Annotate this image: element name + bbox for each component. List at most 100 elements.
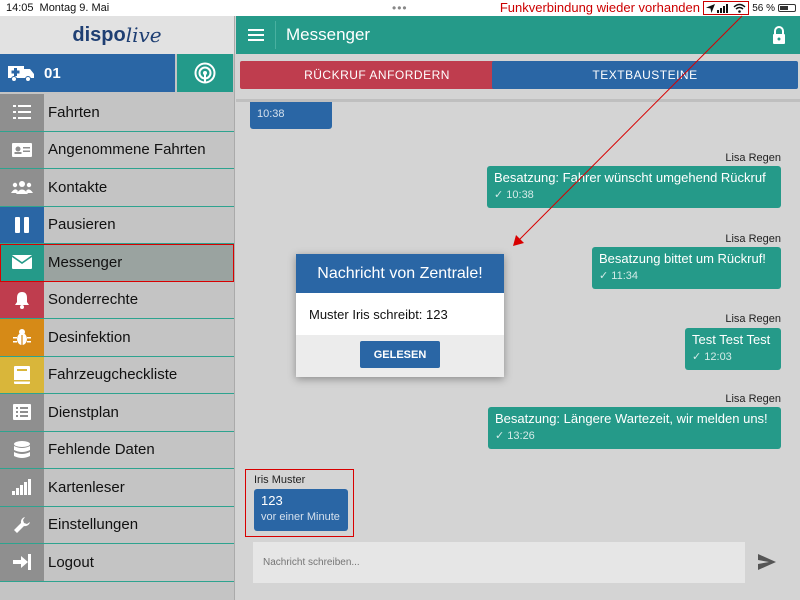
message-text: Besatzung bittet um Rückruf! <box>599 251 766 266</box>
mark-read-button[interactable]: GELESEN <box>360 341 440 368</box>
id-card-icon <box>0 131 44 168</box>
radio-signal-icon <box>194 62 216 84</box>
sidebar-item-label: Dienstplan <box>48 403 119 421</box>
sidebar-item-label: Desinfektion <box>48 328 131 346</box>
database-icon <box>0 431 44 468</box>
dialog-body: Muster Iris schreibt: 123 <box>309 306 448 322</box>
message-time: vor einer Minute <box>261 511 340 523</box>
vehicle-number: 01 <box>44 64 61 82</box>
people-icon <box>0 169 44 206</box>
action-bar: RÜCKRUF ANFORDERN TEXTBAUSTEINE <box>236 54 800 102</box>
envelope-icon <box>0 244 44 281</box>
message-time: 10:38 <box>257 108 285 120</box>
location-arrow-icon <box>706 3 716 13</box>
message-sender: Lisa Regen <box>725 393 781 405</box>
lock-icon[interactable] <box>772 26 786 44</box>
sidebar-item-kartenleser[interactable]: Kartenleser <box>0 469 234 507</box>
sidebar-item-label: Angenommene Fahrten <box>48 141 206 159</box>
new-message-highlight <box>245 469 354 537</box>
sidebar-item-fahrten[interactable]: Fahrten <box>0 94 234 132</box>
composer <box>236 540 800 600</box>
dialog-title: Nachricht von Zentrale! <box>296 254 504 293</box>
bug-icon <box>0 319 44 356</box>
message-bubble-outgoing: Besatzung: Fahrer wünscht umgehend Rückr… <box>487 166 781 208</box>
bell-icon <box>0 281 44 318</box>
pause-icon <box>0 206 44 243</box>
sidebar-item-label: Kartenleser <box>48 478 125 496</box>
dialog-footer: GELESEN <box>296 335 504 377</box>
book-icon <box>0 356 44 393</box>
hamburger-menu-icon[interactable] <box>236 21 276 49</box>
sidebar-menu: Fahrten Angenommene Fahrten Kontakte Pau… <box>0 94 234 582</box>
top-app-bar: Messenger <box>236 16 800 54</box>
sidebar-item-label: Logout <box>48 553 94 571</box>
wrench-icon <box>0 506 44 543</box>
request-callback-button[interactable]: RÜCKRUF ANFORDERN <box>240 61 514 89</box>
message-sender: Lisa Regen <box>725 233 781 245</box>
sidebar-item-fehlende-daten[interactable]: Fehlende Daten <box>0 431 234 469</box>
sidebar-item-kontakte[interactable]: Kontakte <box>0 169 234 207</box>
battery-percentage: 56 % <box>752 2 775 14</box>
ambulance-icon <box>8 66 34 82</box>
sidebar-item-label: Messenger <box>48 253 123 271</box>
status-icons: 56 % <box>703 1 796 15</box>
page-title: Messenger <box>286 25 371 44</box>
send-icon[interactable] <box>758 554 776 570</box>
message-text: Besatzung: Fahrer wünscht umgehend Rückr… <box>494 170 766 185</box>
radio-connection-button[interactable] <box>177 54 233 92</box>
multitasking-dots-icon[interactable]: ••• <box>392 1 408 15</box>
message-time: ✓ 10:38 <box>494 189 534 201</box>
message-bubble-outgoing: Besatzung: Längere Wartezeit, wir melden… <box>488 407 781 449</box>
message-sender: Iris Muster <box>254 474 306 486</box>
sidebar-item-einstellungen[interactable]: Einstellungen <box>0 506 234 544</box>
message-time: ✓ 13:26 <box>495 430 535 442</box>
logo-accent-text: live <box>125 23 162 47</box>
list-icon <box>0 94 44 131</box>
sidebar-item-label: Sonderrechte <box>48 291 139 309</box>
wifi-icon <box>733 3 746 13</box>
message-time: ✓ 11:34 <box>599 270 638 282</box>
signal-bars-icon <box>0 469 44 506</box>
sidebar-item-label: Fahrzeugcheckliste <box>48 366 178 384</box>
battery-icon <box>778 4 796 12</box>
connection-restored-notice: Funkverbindung wieder vorhanden <box>499 0 700 15</box>
vehicle-row: 01 <box>0 54 234 92</box>
message-bubble-outgoing: Besatzung bittet um Rückruf! ✓ 11:34 <box>592 247 781 289</box>
status-bar: 14:05 Montag 9. Mai ••• Funkverbindung w… <box>0 0 800 16</box>
message-sender: Lisa Regen <box>725 313 781 325</box>
logo-main-text: dispo <box>72 23 126 46</box>
sidebar-item-label: Einstellungen <box>48 516 139 534</box>
sidebar-item-fahrzeugcheckliste[interactable]: Fahrzeugcheckliste <box>0 356 234 394</box>
message-bubble-incoming: 123 vor einer Minute <box>254 489 348 531</box>
message-dialog: Nachricht von Zentrale! Muster Iris schr… <box>296 254 504 377</box>
message-text: Besatzung: Längere Wartezeit, wir melden… <box>495 411 768 426</box>
vehicle-selector[interactable]: 01 <box>0 54 175 92</box>
sidebar-item-label: Fehlende Daten <box>48 441 155 459</box>
cellular-signal-icon <box>717 4 729 13</box>
sidebar-item-desinfektion[interactable]: Desinfektion <box>0 319 234 357</box>
message-time: ✓ 12:03 <box>692 351 732 363</box>
status-date: Montag 9. Mai <box>39 2 110 14</box>
text-templates-button[interactable]: TEXTBAUSTEINE <box>492 61 798 89</box>
sidebar-item-angenommene-fahrten[interactable]: Angenommene Fahrten <box>0 131 234 169</box>
status-icons-highlight <box>703 1 750 15</box>
sidebar-item-messenger[interactable]: Messenger <box>0 244 234 282</box>
message-bubble-outgoing: Test Test Test ✓ 12:03 <box>685 328 781 370</box>
message-text: Test Test Test <box>692 332 771 347</box>
sidebar-item-logout[interactable]: Logout <box>0 544 234 582</box>
list-alt-icon <box>0 394 44 431</box>
status-time: 14:05 <box>6 2 34 14</box>
sidebar-item-pausieren[interactable]: Pausieren <box>0 206 234 244</box>
message-input[interactable] <box>253 542 745 583</box>
sidebar-item-label: Fahrten <box>48 103 100 121</box>
sidebar-item-dienstplan[interactable]: Dienstplan <box>0 394 234 432</box>
message-sender: Lisa Regen <box>725 152 781 164</box>
sidebar-item-label: Pausieren <box>48 216 116 234</box>
sidebar-item-sonderrechte[interactable]: Sonderrechte <box>0 281 234 319</box>
message-text: 123 <box>261 493 283 508</box>
message-bubble-incoming: 10:38 <box>250 102 332 129</box>
logout-icon <box>0 544 44 581</box>
sidebar-item-label: Kontakte <box>48 178 108 196</box>
